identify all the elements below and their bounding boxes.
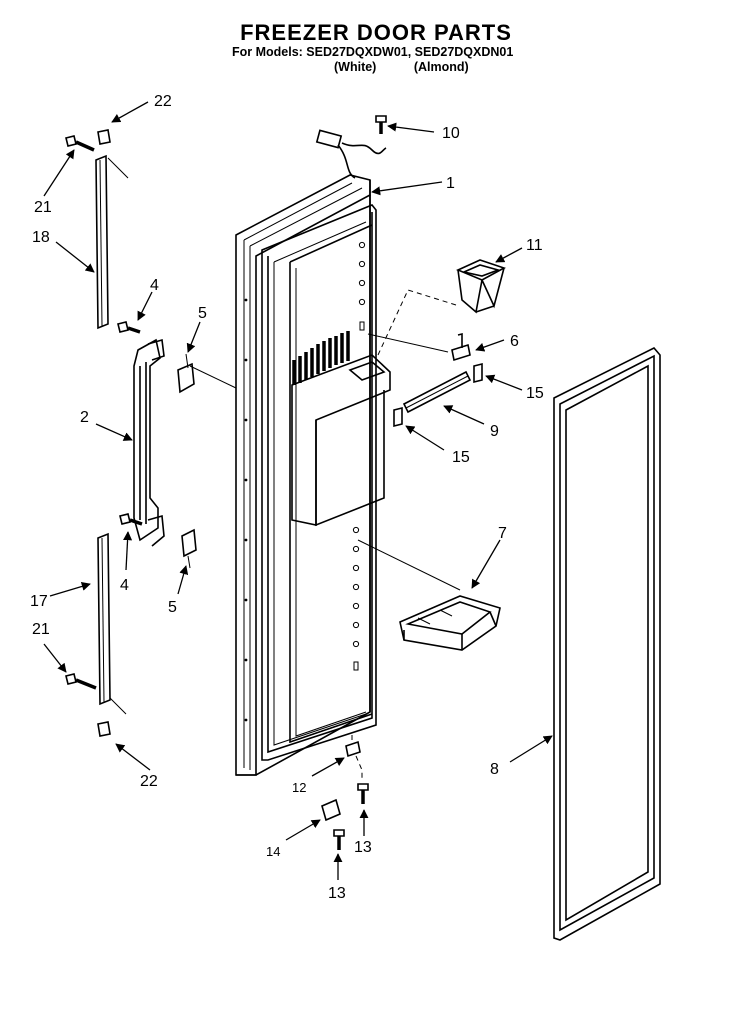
callout-8: 8 [490, 761, 499, 778]
drip-tray-7 [399, 595, 501, 651]
callout-15-lower: 15 [452, 449, 470, 466]
variant-white: (White) [334, 60, 377, 74]
clip-15-upper [473, 362, 483, 384]
mounting-holes-upper [358, 241, 366, 331]
callout-17: 17 [30, 593, 48, 610]
callout-2: 2 [80, 409, 89, 426]
screw-10 [375, 115, 387, 134]
callout-15-upper: 15 [526, 385, 544, 402]
trim-17 [97, 532, 127, 715]
callout-5-upper: 5 [198, 305, 207, 322]
bracket-6 [451, 332, 471, 362]
callout-12: 12 [292, 780, 306, 795]
callout-6: 6 [510, 333, 519, 350]
model-numbers: For Models: SED27DQXDW01, SED27DQXDN01 [232, 45, 514, 59]
ice-chute-11 [455, 259, 506, 314]
cap-5-lower [181, 528, 197, 569]
vent-fins [292, 331, 350, 385]
clip-15-lower [393, 406, 403, 428]
rail-9 [402, 370, 472, 414]
callout-1: 1 [446, 175, 455, 192]
callout-14: 14 [266, 844, 280, 859]
screw-21-lower [65, 673, 97, 690]
door-panel [235, 174, 391, 776]
trim-18 [95, 154, 129, 330]
page-title: FREEZER DOOR PARTS [240, 20, 512, 45]
callout-22-lower: 22 [140, 773, 158, 790]
door-gasket-8 [553, 347, 661, 941]
screw-4-lower [119, 513, 143, 526]
guide-line-5 [189, 365, 237, 389]
callout-13-upper: 13 [354, 839, 372, 856]
callout-4-upper: 4 [150, 277, 159, 294]
leader-arrows [43, 101, 553, 880]
callout-5-lower: 5 [168, 599, 177, 616]
panel-edge-dots [244, 298, 248, 722]
callout-21-upper: 21 [34, 199, 52, 216]
end-cap-22-upper [97, 129, 111, 145]
callout-7: 7 [498, 525, 507, 542]
callout-22-upper: 22 [154, 93, 172, 110]
callout-11: 11 [526, 237, 543, 254]
hinge-12 [345, 740, 361, 758]
end-cap-22-lower [97, 721, 111, 737]
guide-line-7 [357, 539, 461, 591]
guide-line-12 [351, 735, 363, 780]
handle-2 [133, 338, 165, 547]
variant-almond: (Almond) [413, 60, 469, 74]
bracket-14 [321, 798, 341, 822]
screw-13-upper [357, 783, 369, 804]
cap-5-upper [177, 353, 195, 394]
callout-10: 10 [442, 125, 460, 142]
callout-21-lower: 21 [32, 621, 50, 638]
callout-9: 9 [490, 423, 499, 440]
guide-line-6 [367, 333, 449, 353]
screw-21-upper [65, 135, 95, 152]
screw-4-upper [117, 321, 141, 334]
callout-13-lower: 13 [328, 885, 346, 902]
model-variants: (White) (Almond) [334, 60, 503, 74]
mounting-holes-lower [352, 526, 360, 671]
callout-18: 18 [32, 229, 50, 246]
wire-harness [315, 129, 387, 179]
callout-4-lower: 4 [120, 577, 129, 594]
screw-13-lower [333, 829, 345, 850]
